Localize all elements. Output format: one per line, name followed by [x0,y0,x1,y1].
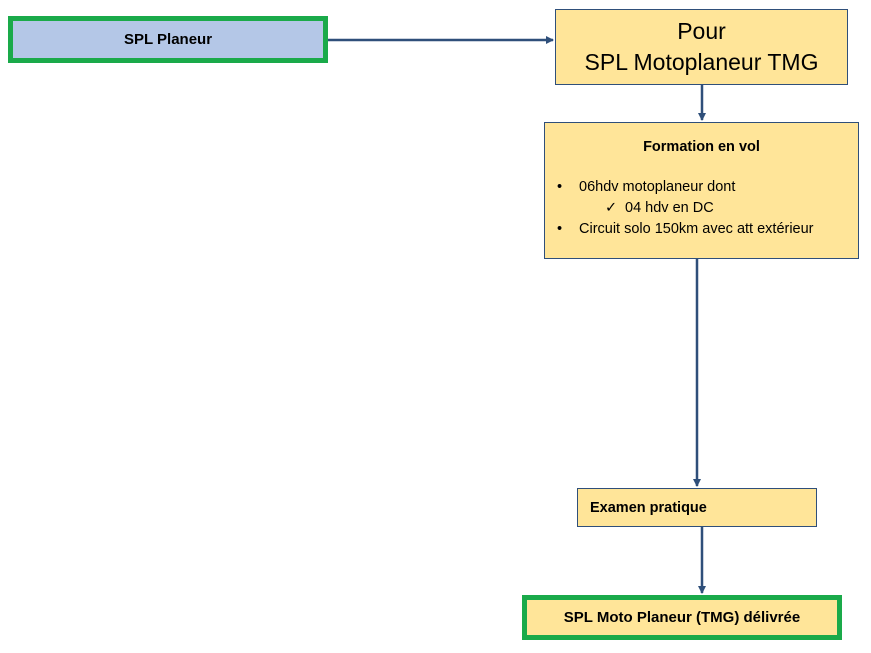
target-node-line-1: Pour [677,18,726,44]
formation-item: • 06hdv motoplaneur dont [557,177,858,198]
target-node-pour: Pour SPL Motoplaneur TMG [555,9,848,85]
exam-node: Examen pratique [577,488,817,527]
final-node-label: SPL Moto Planeur (TMG) délivrée [563,609,801,626]
formation-title: Formation en vol [643,139,760,155]
formation-subitem: ✓ 04 hdv en DC [557,198,858,219]
formation-item-text: Circuit solo 150km avec att extérieur [579,221,814,237]
bullet-icon: • [557,221,563,237]
formation-subitem-text: 04 hdv en DC [625,200,714,216]
final-node-license: SPL Moto Planeur (TMG) délivrée [522,595,842,640]
formation-item-text: 06hdv motoplaneur dont [579,179,736,195]
checkmark-icon: ✓ [605,200,618,216]
exam-node-label: Examen pratique [590,499,707,516]
bullet-icon: • [557,179,563,195]
start-node-label: SPL Planeur [123,31,213,48]
start-node-spl-planeur: SPL Planeur [8,16,328,63]
formation-node: Formation en vol • 06hdv motoplaneur don… [544,122,859,259]
formation-item: • Circuit solo 150km avec att extérieur [557,219,858,240]
target-node-line-2: SPL Motoplaneur TMG [584,49,819,75]
